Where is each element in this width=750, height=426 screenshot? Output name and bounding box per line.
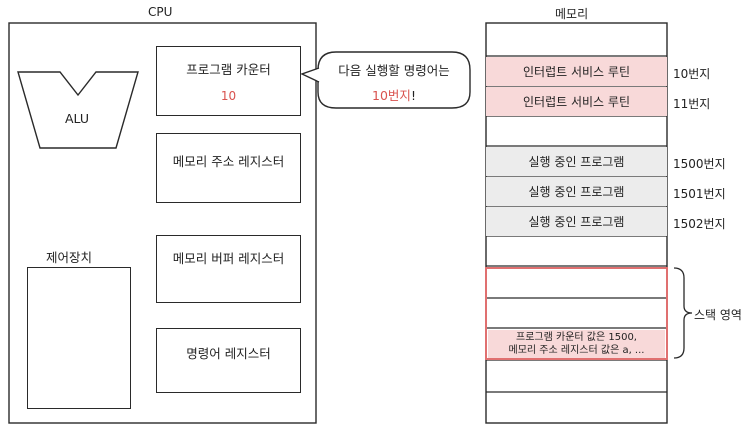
memory-cell-text: 인터럽트 서비스 루틴 bbox=[523, 65, 630, 79]
stack-content-line2: 메모리 주소 레지스터 값은 a, ... bbox=[508, 345, 645, 356]
memory-cell-1501: 실행 중인 프로그램 bbox=[486, 177, 667, 206]
instruction-register: 명령어 레지스터 bbox=[156, 328, 301, 393]
bubble-text: 다음 실행할 명령어는 bbox=[338, 63, 450, 78]
control-unit-box bbox=[27, 267, 131, 409]
memory-buffer-register: 메모리 버퍼 레지스터 bbox=[156, 235, 301, 303]
stack-content-cell: 프로그램 카운터 값은 1500, 메모리 주소 레지스터 값은 a, ... bbox=[488, 330, 665, 358]
cpu-title: CPU bbox=[148, 5, 173, 19]
alu-label: ALU bbox=[65, 111, 90, 126]
memory-buffer-register-label: 메모리 버퍼 레지스터 bbox=[172, 251, 285, 266]
memory-cell-text: 실행 중인 프로그램 bbox=[528, 155, 625, 169]
bubble-second-line: 10번지! bbox=[324, 85, 464, 104]
memory-cell-text: 실행 중인 프로그램 bbox=[528, 215, 625, 229]
memory-address-1502: 1502번지 bbox=[673, 217, 726, 231]
memory-address-1501: 1501번지 bbox=[673, 187, 726, 201]
program-counter-register: 프로그램 카운터 10 bbox=[156, 46, 301, 116]
bubble-suffix: ! bbox=[410, 88, 416, 103]
memory-cell-1502: 실행 중인 프로그램 bbox=[486, 207, 667, 236]
program-counter-value: 10 bbox=[220, 89, 237, 103]
control-unit-label: 제어장치 bbox=[46, 250, 93, 265]
memory-address-11: 11번지 bbox=[673, 97, 711, 111]
memory-address-10: 10번지 bbox=[673, 67, 711, 81]
memory-cell-10: 인터럽트 서비스 루틴 bbox=[486, 57, 667, 86]
memory-title: 메모리 bbox=[555, 7, 589, 21]
speech-bubble-tail bbox=[300, 67, 320, 83]
memory-address-register: 메모리 주소 레지스터 bbox=[156, 133, 301, 203]
program-counter-label: 프로그램 카운터 bbox=[186, 62, 271, 77]
stack-area-outline bbox=[485, 267, 668, 360]
speech-bubble bbox=[317, 51, 471, 109]
cpu-box bbox=[8, 22, 317, 424]
stack-brace bbox=[673, 267, 693, 359]
instruction-register-label: 명령어 레지스터 bbox=[186, 346, 271, 361]
memory-cell-text: 인터럽트 서비스 루틴 bbox=[523, 95, 630, 109]
stack-area-label: 스택 영역 bbox=[694, 308, 742, 322]
memory-address-register-label: 메모리 주소 레지스터 bbox=[172, 154, 285, 169]
memory-cell-text: 실행 중인 프로그램 bbox=[528, 185, 625, 199]
stack-content-line1: 프로그램 카운터 값은 1500, bbox=[516, 332, 637, 343]
memory-address-1500: 1500번지 bbox=[673, 157, 726, 171]
memory-cell-11: 인터럽트 서비스 루틴 bbox=[486, 87, 667, 116]
memory-row-lines bbox=[486, 55, 667, 393]
bubble-highlight: 10번지 bbox=[372, 88, 411, 103]
alu-shape bbox=[17, 71, 139, 149]
memory-cell-1500: 실행 중인 프로그램 bbox=[486, 147, 667, 176]
